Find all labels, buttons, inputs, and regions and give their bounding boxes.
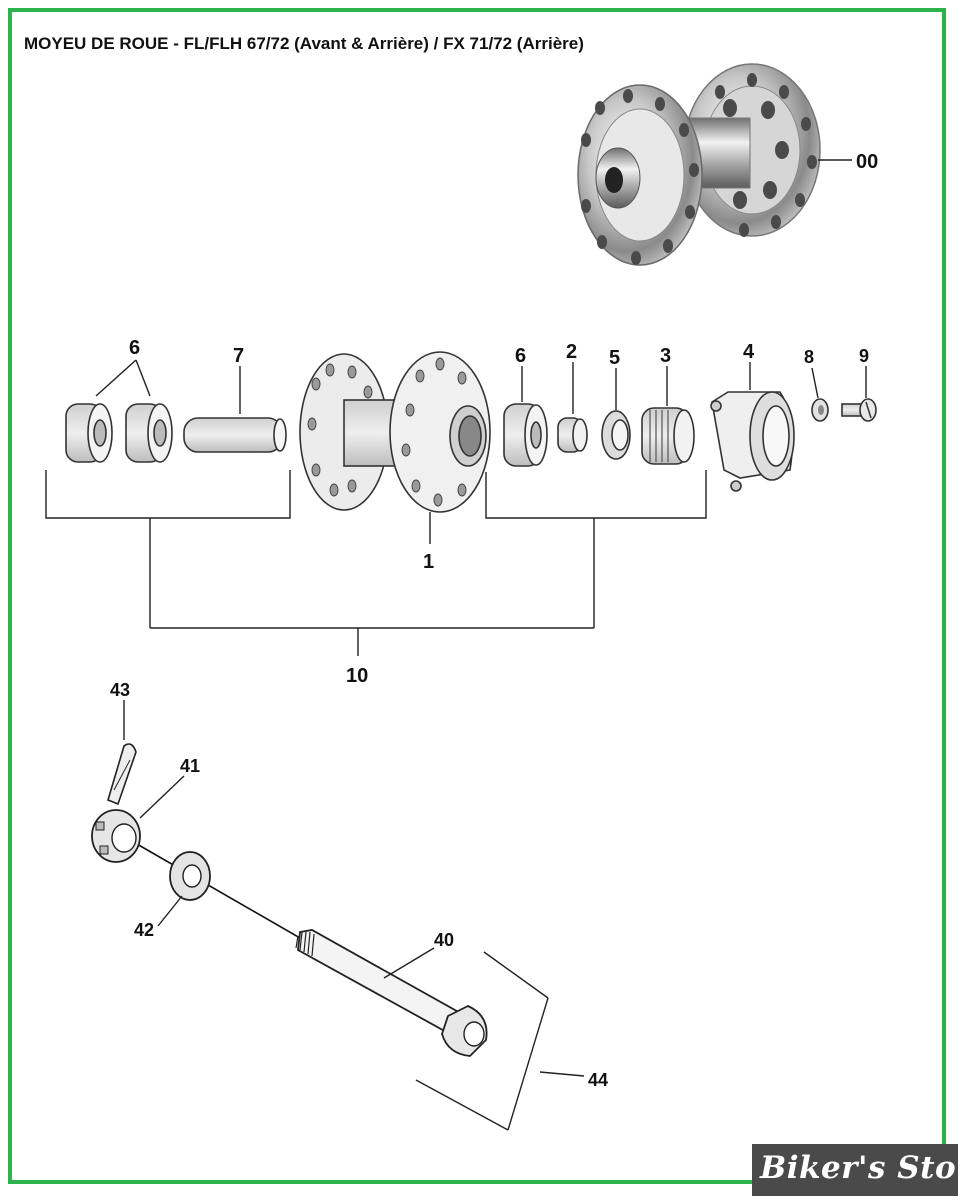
label-41: 41 bbox=[180, 756, 200, 776]
label-7: 7 bbox=[233, 345, 244, 367]
leader-6a-1 bbox=[95, 359, 137, 397]
leader-42 bbox=[157, 895, 183, 927]
label-40: 40 bbox=[434, 930, 454, 950]
bearing-6-left-a bbox=[65, 403, 113, 463]
label-4: 4 bbox=[743, 341, 755, 363]
hub-shell-1 bbox=[299, 351, 491, 513]
threaded-nut-3 bbox=[641, 407, 695, 465]
bikers-store-logo: Biker's Store bbox=[752, 1144, 964, 1196]
seal-5 bbox=[601, 410, 631, 460]
leader-40 bbox=[383, 947, 435, 979]
label-43: 43 bbox=[110, 680, 130, 700]
brand-text: Biker's Store bbox=[760, 1150, 964, 1186]
sleeve-2 bbox=[557, 417, 588, 453]
label-9: 9 bbox=[859, 346, 869, 366]
bearing-6-left-b bbox=[125, 403, 173, 463]
cotter-pin-43 bbox=[107, 743, 137, 806]
bracket-44 bbox=[415, 951, 585, 1131]
chrome-hub-photo bbox=[577, 63, 821, 266]
label-42: 42 bbox=[134, 920, 154, 940]
label-2: 2 bbox=[566, 341, 577, 363]
leader-6a-2 bbox=[135, 359, 151, 397]
label-6-right: 6 bbox=[515, 345, 526, 367]
label-1: 1 bbox=[423, 551, 434, 573]
washer-42 bbox=[169, 851, 211, 901]
label-5: 5 bbox=[609, 347, 620, 369]
label-6-left: 6 bbox=[129, 337, 140, 359]
lock-washer-8 bbox=[811, 398, 829, 422]
castle-nut-41 bbox=[91, 809, 141, 863]
leader-8 bbox=[811, 367, 819, 399]
axle-40 bbox=[295, 929, 488, 1057]
bracket-10 bbox=[45, 470, 707, 656]
green-border-frame bbox=[8, 8, 946, 1184]
label-44: 44 bbox=[588, 1070, 608, 1090]
spacer-tube-7 bbox=[183, 417, 287, 453]
label-10: 10 bbox=[346, 665, 368, 687]
screw-9 bbox=[841, 398, 877, 422]
label-3: 3 bbox=[660, 345, 671, 367]
label-00: 00 bbox=[856, 151, 878, 173]
leader-41 bbox=[139, 775, 185, 819]
hub-cover-4 bbox=[710, 391, 795, 492]
diagram-title: MOYEU DE ROUE - FL/FLH 67/72 (Avant & Ar… bbox=[24, 34, 584, 53]
label-8: 8 bbox=[804, 347, 814, 367]
bearing-6-right bbox=[503, 403, 548, 467]
